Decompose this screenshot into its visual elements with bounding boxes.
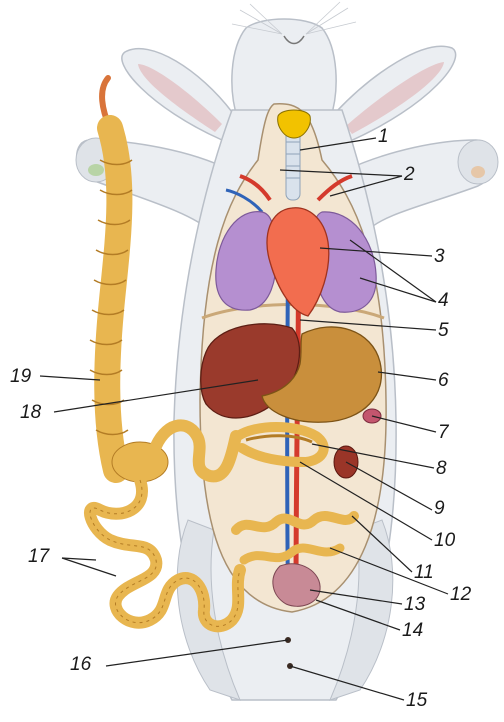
label-14: 14 (402, 620, 423, 641)
label-8: 8 (436, 458, 447, 479)
label-19: 19 (10, 366, 32, 387)
label-10: 10 (434, 530, 456, 551)
label-13: 13 (404, 594, 426, 615)
label-12: 12 (450, 584, 472, 605)
cecum (107, 128, 119, 470)
label-15: 15 (406, 690, 428, 711)
label-2: 2 (403, 164, 415, 185)
label-18: 18 (20, 402, 42, 423)
label-17: 17 (28, 546, 51, 567)
label-1: 1 (378, 126, 389, 147)
label-16: 16 (70, 654, 92, 675)
label-5: 5 (438, 320, 449, 341)
label-4: 4 (438, 290, 449, 311)
trachea (286, 130, 300, 200)
label-6: 6 (438, 370, 449, 391)
label-3: 3 (434, 246, 445, 267)
label-7: 7 (438, 422, 450, 443)
label-9: 9 (434, 498, 445, 519)
label-11: 11 (414, 562, 434, 583)
